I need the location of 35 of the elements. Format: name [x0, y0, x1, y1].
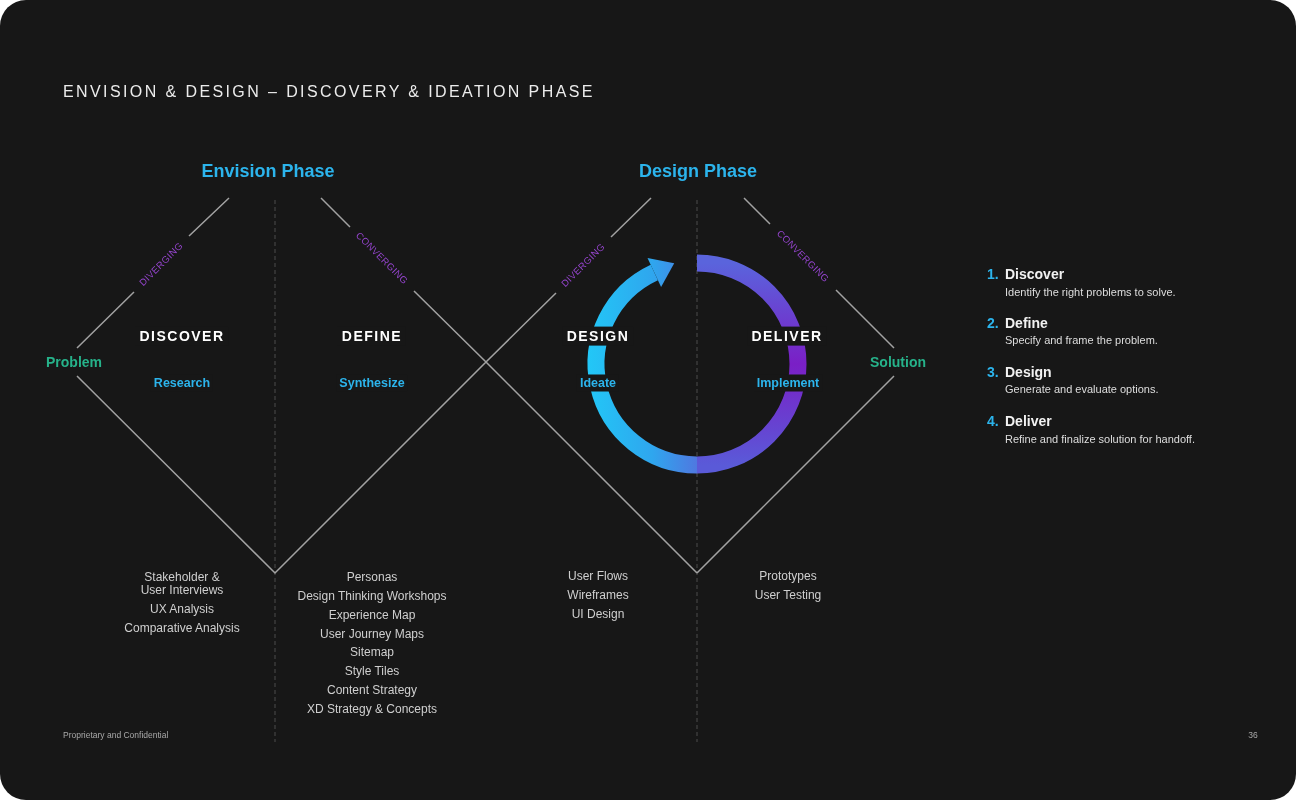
deliverable-item: Experience Map [328, 607, 416, 623]
endpoint-label: Solution [870, 353, 926, 371]
endpoint-label: Problem [46, 353, 102, 371]
slide-title: ENVISION & DESIGN – DISCOVERY & IDEATION PHASE [63, 82, 595, 102]
deliverable-item: Content Strategy [326, 682, 418, 698]
list-number: 3. [987, 363, 999, 381]
list-number: 2. [987, 314, 999, 332]
deliverable-item: User Journey Maps [320, 626, 424, 642]
list-description: Generate and evaluate options. [1005, 383, 1159, 397]
deliverable-item: Comparative Analysis [124, 620, 240, 636]
deliverable-item: User Testing [754, 587, 822, 603]
list-heading: Design [1005, 363, 1052, 381]
list-heading: Deliver [1005, 412, 1052, 430]
list-number: 1. [987, 265, 999, 283]
deliverable-item: XD Strategy & Concepts [306, 701, 438, 717]
deliverable-item: Sitemap [350, 644, 394, 660]
deliverable-item: UI Design [571, 606, 625, 622]
footer-note: Proprietary and Confidential [63, 729, 169, 741]
list-description: Refine and finalize solution for handoff. [1005, 433, 1195, 447]
deliverable-item: Design Thinking Workshops [297, 588, 447, 604]
deliverable-item: User Flows [568, 568, 628, 584]
deliverable-item: Prototypes [759, 568, 817, 584]
list-description: Specify and frame the problem. [1005, 334, 1158, 348]
list-number: 4. [987, 412, 999, 430]
phase-heading: Envision Phase [201, 161, 335, 183]
deliverable-item: Stakeholder & User Interviews [139, 570, 225, 598]
deliverable-item: Wireframes [567, 587, 629, 603]
list-heading: Discover [1005, 265, 1065, 283]
deliverable-item: Personas [346, 569, 398, 585]
list-heading: Define [1005, 314, 1048, 332]
page-number: 36 [1248, 729, 1258, 741]
deliverable-item: Style Tiles [344, 663, 400, 679]
list-description: Identify the right problems to solve. [1005, 286, 1176, 300]
deliverable-item: UX Analysis [150, 601, 214, 617]
phase-heading: Design Phase [639, 161, 757, 183]
